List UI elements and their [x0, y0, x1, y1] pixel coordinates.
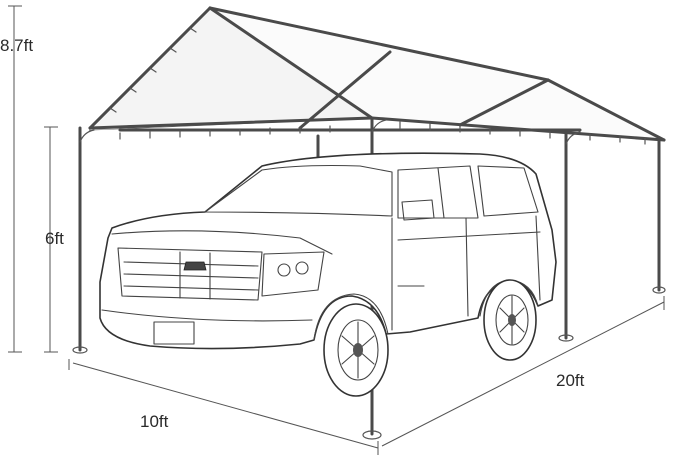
side-height-label: 6ft [45, 229, 64, 248]
suv-illustration [99, 152, 557, 397]
canopy-roof [88, 7, 665, 141]
height-dimension-lines [8, 5, 58, 353]
length-dimension-line [381, 296, 665, 447]
width-label: 10ft [140, 412, 169, 431]
width-dimension-line [68, 359, 379, 455]
length-label: 20ft [556, 371, 585, 390]
total-height-label: 8.7ft [0, 36, 33, 55]
